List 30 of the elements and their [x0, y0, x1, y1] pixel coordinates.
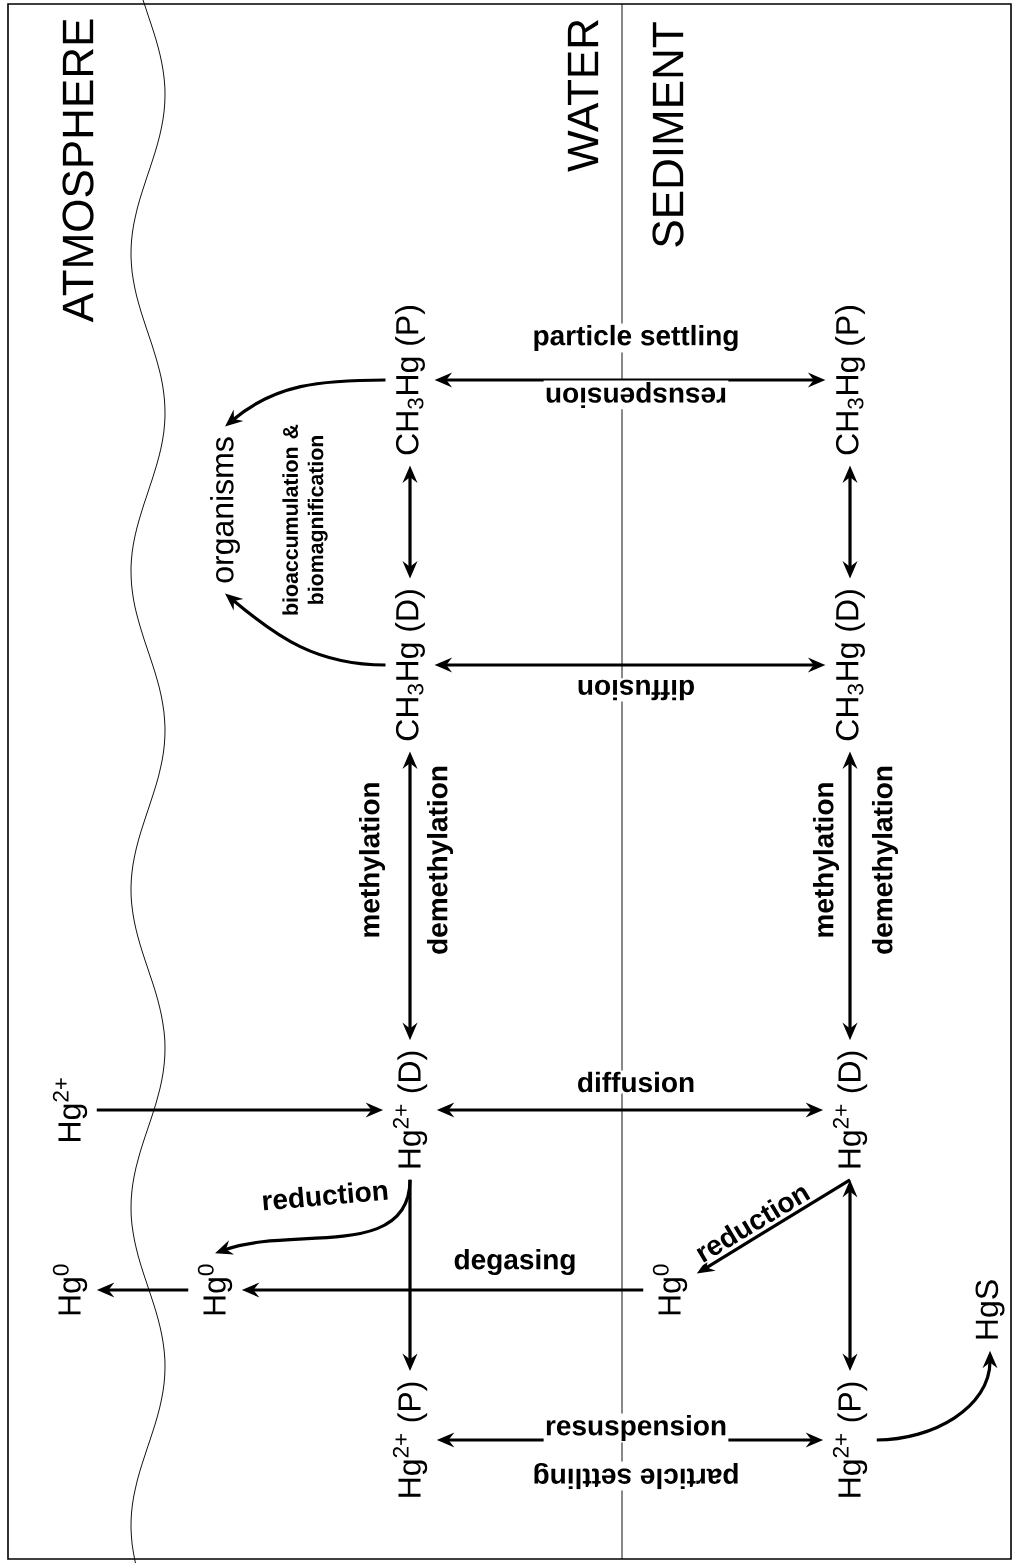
species-label: Hg$^{0}$	[52, 1264, 88, 1315]
species-label: Hg$^{2+}$ (D)	[392, 1051, 428, 1168]
species-label: Hg$^{2+}$ (D)	[832, 1051, 868, 1168]
zone-label: WATER	[566, 16, 600, 174]
species-label: CH$_{3}$Hg (D)	[835, 590, 865, 741]
edge-label: particle settling	[531, 323, 741, 353]
note: bioaccumulation & biomagnification	[282, 424, 328, 615]
species-label: CH$_{3}$Hg (P)	[395, 306, 425, 455]
edge-label: methylation	[811, 780, 841, 940]
species-label: Hg$^{2+}$	[52, 1078, 88, 1141]
species-label: Hg$^{0}$	[652, 1264, 688, 1315]
species-label: CH$_{3}$Hg (D)	[395, 590, 425, 741]
species-label: Hg$^{0}$	[197, 1264, 233, 1315]
edge-label: degasing	[452, 1247, 578, 1277]
process-label: resuspension	[543, 380, 729, 410]
edge-label: methylation	[357, 780, 387, 940]
edge-label: reduction	[259, 1177, 391, 1213]
edge-label: diffusion	[575, 678, 697, 702]
edge-label: resuspension	[543, 1413, 729, 1443]
zone-label: ATMOSPHERE	[61, 16, 95, 324]
species-label: organisms	[210, 437, 240, 583]
process-label: demethylation	[870, 763, 900, 957]
zone-label: SEDIMENT	[651, 19, 685, 250]
species-label: Hg$^{2+}$ (P)	[832, 1382, 868, 1497]
species-label: Hg$^{2+}$ (P)	[392, 1382, 428, 1497]
process-label: demethylation	[425, 763, 455, 957]
species-label: HgS	[975, 1280, 1005, 1339]
process-label: particle settling	[531, 1461, 741, 1491]
species-label: CH$_{3}$Hg (P)	[835, 306, 865, 455]
edge-label: diffusion	[575, 1070, 697, 1094]
